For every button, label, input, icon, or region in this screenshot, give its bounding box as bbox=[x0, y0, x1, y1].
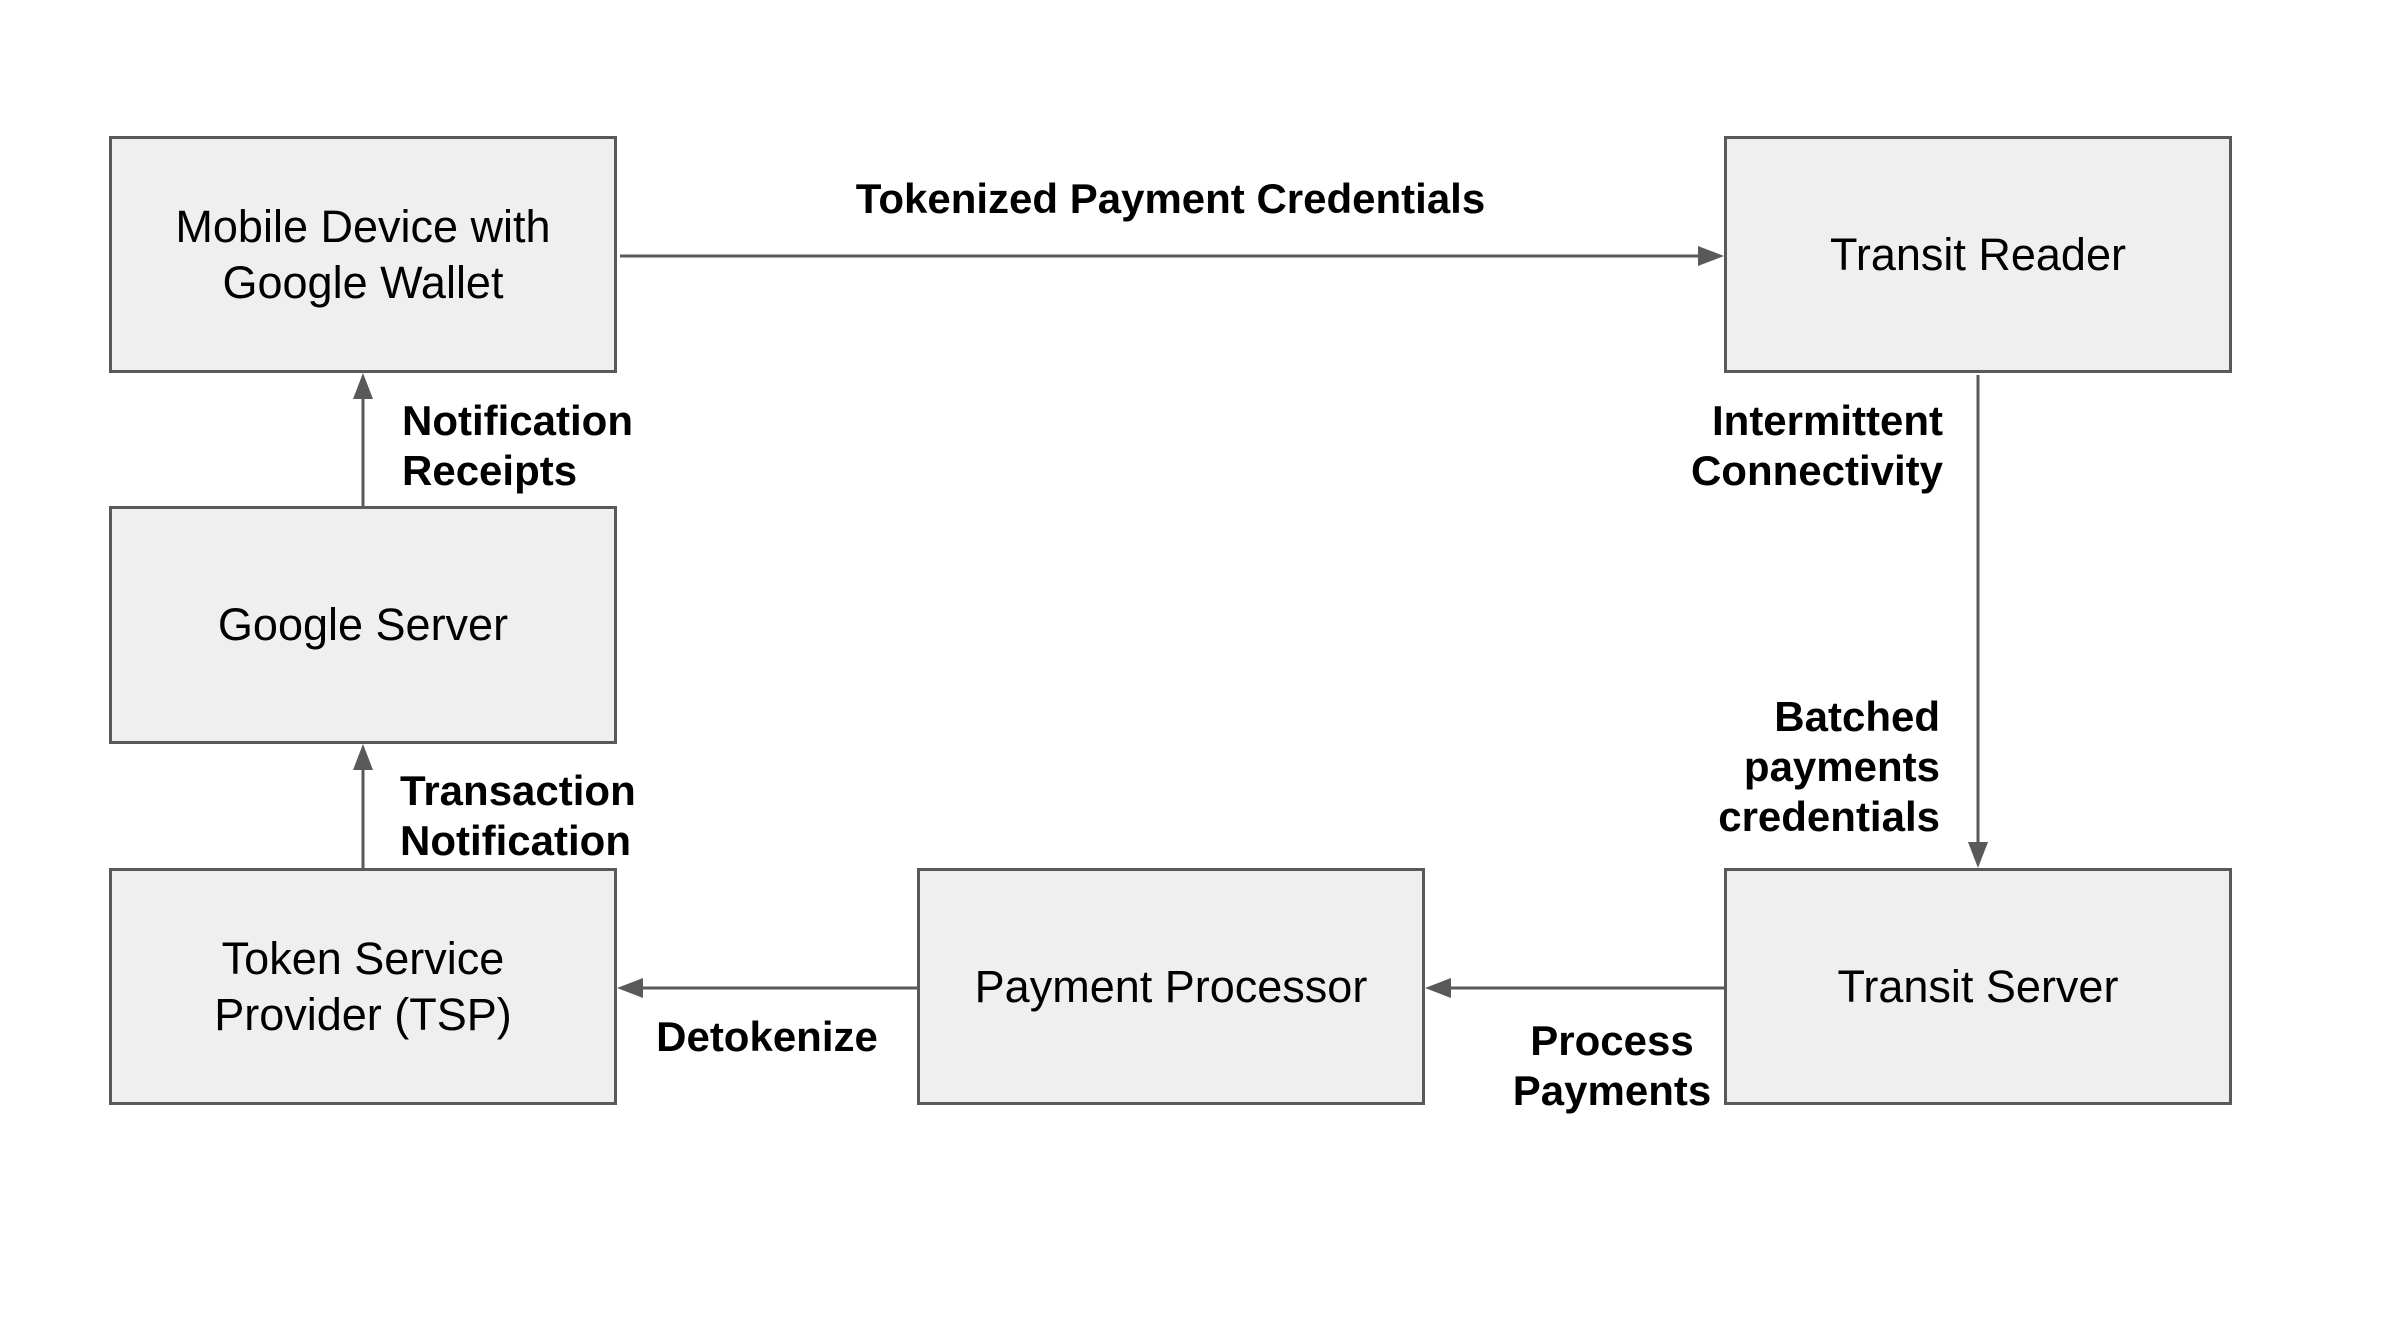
arrow-batched-payments bbox=[1968, 375, 1988, 868]
arrow-process-payments bbox=[1425, 978, 1724, 998]
arrowhead-up-icon bbox=[353, 744, 373, 770]
arrowhead-down-icon bbox=[1968, 842, 1988, 868]
node-label: Transit Server bbox=[1837, 960, 2119, 1012]
node-token-service-provider: Token Service Provider (TSP) bbox=[109, 868, 617, 1105]
arrow-notification-receipts bbox=[353, 373, 373, 506]
edge-label-notification-receipts: Notification Receipts bbox=[402, 397, 633, 494]
node-payment-processor: Payment Processor bbox=[917, 868, 1425, 1105]
arrow-detokenize bbox=[617, 978, 917, 998]
node-label: Mobile Device with Google Wallet bbox=[175, 200, 551, 308]
node-label: Google Server bbox=[217, 599, 509, 650]
edge-label-detokenize: Detokenize bbox=[656, 1013, 878, 1060]
arrow-transaction-notification bbox=[353, 744, 373, 868]
node-mobile-device-google-wallet: Mobile Device with Google Wallet bbox=[109, 136, 617, 373]
node-transit-server: Transit Server bbox=[1724, 868, 2232, 1105]
node-label: Transit Reader bbox=[1830, 228, 2126, 280]
arrowhead-left-icon bbox=[617, 978, 643, 998]
arrowhead-left-icon bbox=[1425, 978, 1451, 998]
node-label: Token Service Provider (TSP) bbox=[214, 932, 512, 1040]
edge-label-transaction-notification: Transaction Notification bbox=[400, 767, 636, 864]
edge-label-process-payments: Process Payments bbox=[1512, 1017, 1712, 1114]
edge-label-tokenized-payment-credentials: Tokenized Payment Credentials bbox=[855, 175, 1486, 222]
node-label: Payment Processor bbox=[974, 960, 1368, 1012]
arrow-tokenized-payment-credentials bbox=[620, 246, 1724, 266]
arrowhead-up-icon bbox=[353, 373, 373, 399]
node-google-server: Google Server bbox=[109, 506, 617, 744]
edge-label-batched-payments-credentials: Batched payments credentials bbox=[1718, 693, 1940, 840]
edge-label-intermittent-connectivity: Intermittent Connectivity bbox=[1690, 397, 1943, 494]
arrowhead-right-icon bbox=[1698, 246, 1724, 266]
node-transit-reader: Transit Reader bbox=[1724, 136, 2232, 373]
